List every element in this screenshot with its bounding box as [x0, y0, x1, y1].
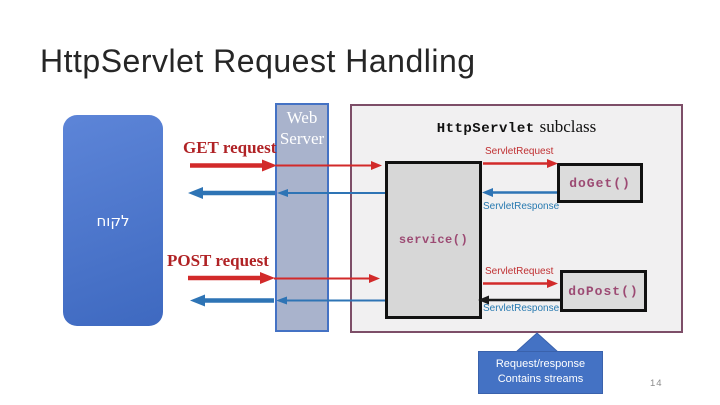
- httpservlet-code-text: HttpServlet: [436, 121, 535, 137]
- get-request-arrow: [190, 159, 277, 172]
- service-method-label: service(): [398, 233, 469, 247]
- doget-box: doGet(): [557, 163, 643, 203]
- web-server-label-line2: Server: [279, 129, 325, 148]
- callout-text-line2: Contains streams: [497, 373, 584, 385]
- client-label: לקוח: [96, 211, 130, 230]
- web-server-bar: Web Server: [275, 103, 329, 332]
- callout-pointer-triangle: [514, 332, 560, 353]
- servlet-response-label-top: ServletResponse: [483, 201, 560, 212]
- callout-text-line1: Request/response: [495, 358, 586, 370]
- servlet-response-arrow-bottom-outer: [190, 294, 274, 307]
- servlet-request-label-bottom: ServletRequest: [485, 266, 554, 277]
- servlet-response-label-bottom: ServletResponse: [483, 303, 560, 314]
- dopost-box: doPost(): [560, 270, 647, 312]
- dopost-method-label: doPost(): [568, 283, 639, 299]
- page-number: 14: [650, 378, 663, 389]
- get-request-label: GET request: [183, 138, 277, 157]
- doget-method-label: doGet(): [569, 175, 631, 191]
- client-box: לקוח: [63, 115, 163, 326]
- post-request-arrow: [188, 272, 275, 284]
- callout-box: Request/response Contains streams: [478, 351, 603, 394]
- web-server-label-line1: Web: [286, 108, 318, 127]
- subclass-word: subclass: [539, 117, 597, 136]
- servlet-response-arrow-top-outer: [188, 187, 275, 199]
- servlet-instance-box: service(): [385, 161, 482, 319]
- servlet-request-label-top: ServletRequest: [485, 146, 554, 157]
- page-title: HttpServlet Request Handling: [40, 43, 476, 79]
- post-request-label: POST request: [167, 251, 269, 270]
